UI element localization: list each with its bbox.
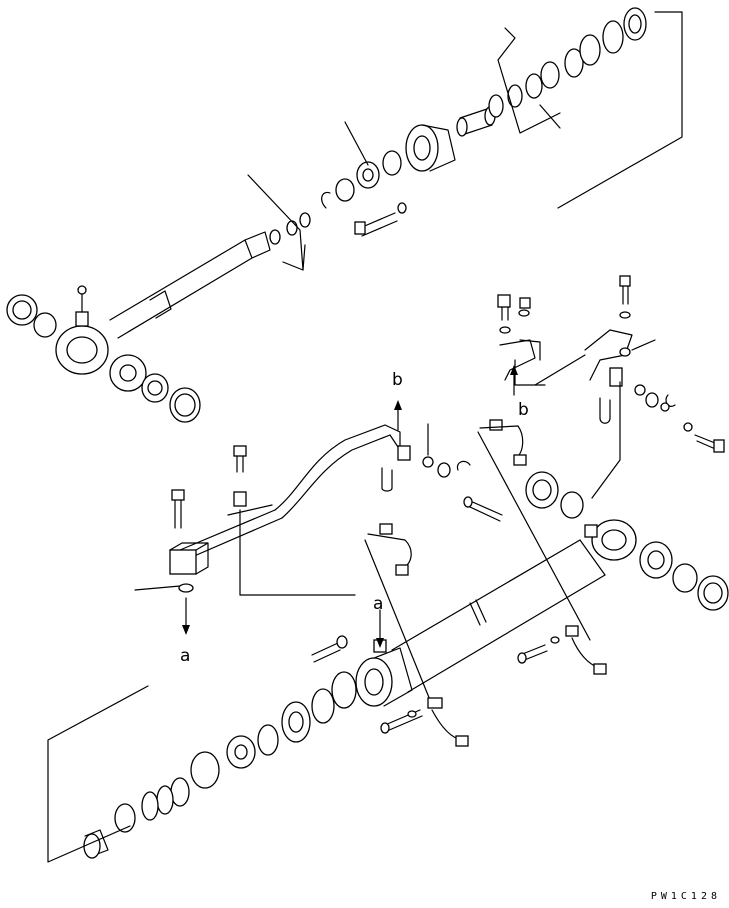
drawing-code: PW1C128: [650, 891, 721, 902]
callout-label-b: b: [392, 370, 403, 390]
callout-label-a: a: [373, 594, 384, 614]
grease-fitting: [75, 311, 89, 327]
piston-ring: [335, 178, 355, 202]
cylinder-tube-assembly: [47, 471, 729, 863]
head-bushing: [459, 107, 493, 136]
arrow-down-icon: [376, 609, 384, 648]
arrow-up-icon: [510, 365, 518, 396]
upper-rod-assembly: [6, 7, 683, 423]
bushing: [33, 312, 57, 338]
flange-block: [169, 549, 197, 575]
callout-label-b: b: [518, 400, 529, 420]
arrow-down-icon: [182, 597, 190, 635]
bracket-assembly: [477, 275, 725, 641]
arrow-up-icon: [394, 400, 402, 431]
piping-assembly: [134, 423, 503, 701]
head-bolt: [359, 212, 398, 237]
piston-rod: [109, 239, 253, 339]
callout-label-a: a: [180, 646, 191, 666]
snap-ring: [321, 191, 331, 209]
cylinder-tube: [391, 539, 606, 693]
